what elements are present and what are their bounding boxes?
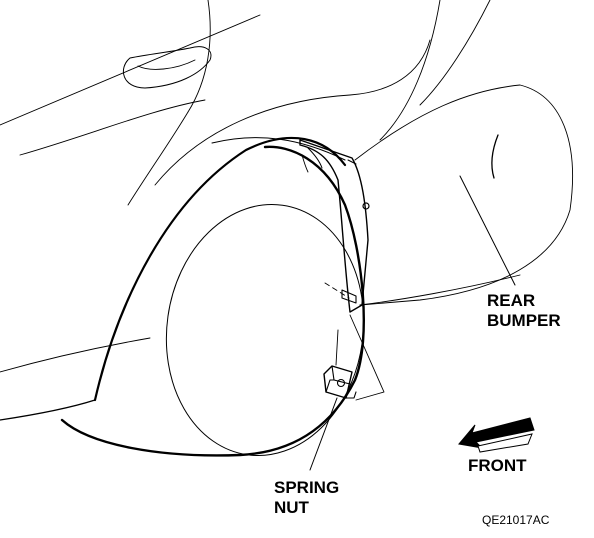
door-lower-line (127, 111, 189, 206)
rear-bumper-label-line2: BUMPER (487, 311, 561, 330)
door-upper-crease (0, 14, 261, 126)
spring-nut-leader (309, 397, 338, 471)
rear-bumper-fold (491, 134, 499, 179)
spring-nut-location-leader (324, 282, 350, 299)
figure-code: QE21017AC (482, 513, 550, 527)
body-top-line (419, 0, 491, 106)
exploded-line-left (335, 329, 339, 366)
exploded-line-right (349, 314, 385, 401)
quarter-panel-curve (154, 39, 431, 186)
mud-guard-rib (347, 159, 357, 165)
tire-outer (60, 145, 365, 457)
door-handle (122, 46, 212, 89)
mud-guard-clip-hole (362, 202, 370, 210)
wheel-arch-outer (93, 136, 347, 402)
mud-guard-outline (299, 139, 369, 313)
front-direction-arrow-icon (458, 417, 535, 453)
rear-bumper-outline (354, 84, 573, 306)
wheel-arch-inner (211, 137, 346, 161)
door-handle-inner (137, 59, 196, 70)
rear-bumper-leader (459, 175, 516, 286)
door-edge-line (187, 0, 211, 113)
wheel-rim (165, 203, 365, 457)
rear-bumper-label-line1: REAR (487, 291, 536, 310)
front-label: FRONT (468, 456, 527, 475)
sill-line-lower (0, 399, 96, 421)
rear-bumper-lower-edge (359, 274, 521, 306)
mud-guard-tab (341, 289, 357, 304)
spring-nut-label-line2: NUT (274, 498, 309, 517)
spring-nut-label-line1: SPRING (274, 478, 340, 497)
spring-nut-part (323, 365, 357, 399)
mud-guard-inner (307, 147, 323, 169)
roof-pillar-line (379, 0, 441, 141)
door-lower-crease (19, 99, 206, 156)
sill-line (0, 337, 151, 373)
